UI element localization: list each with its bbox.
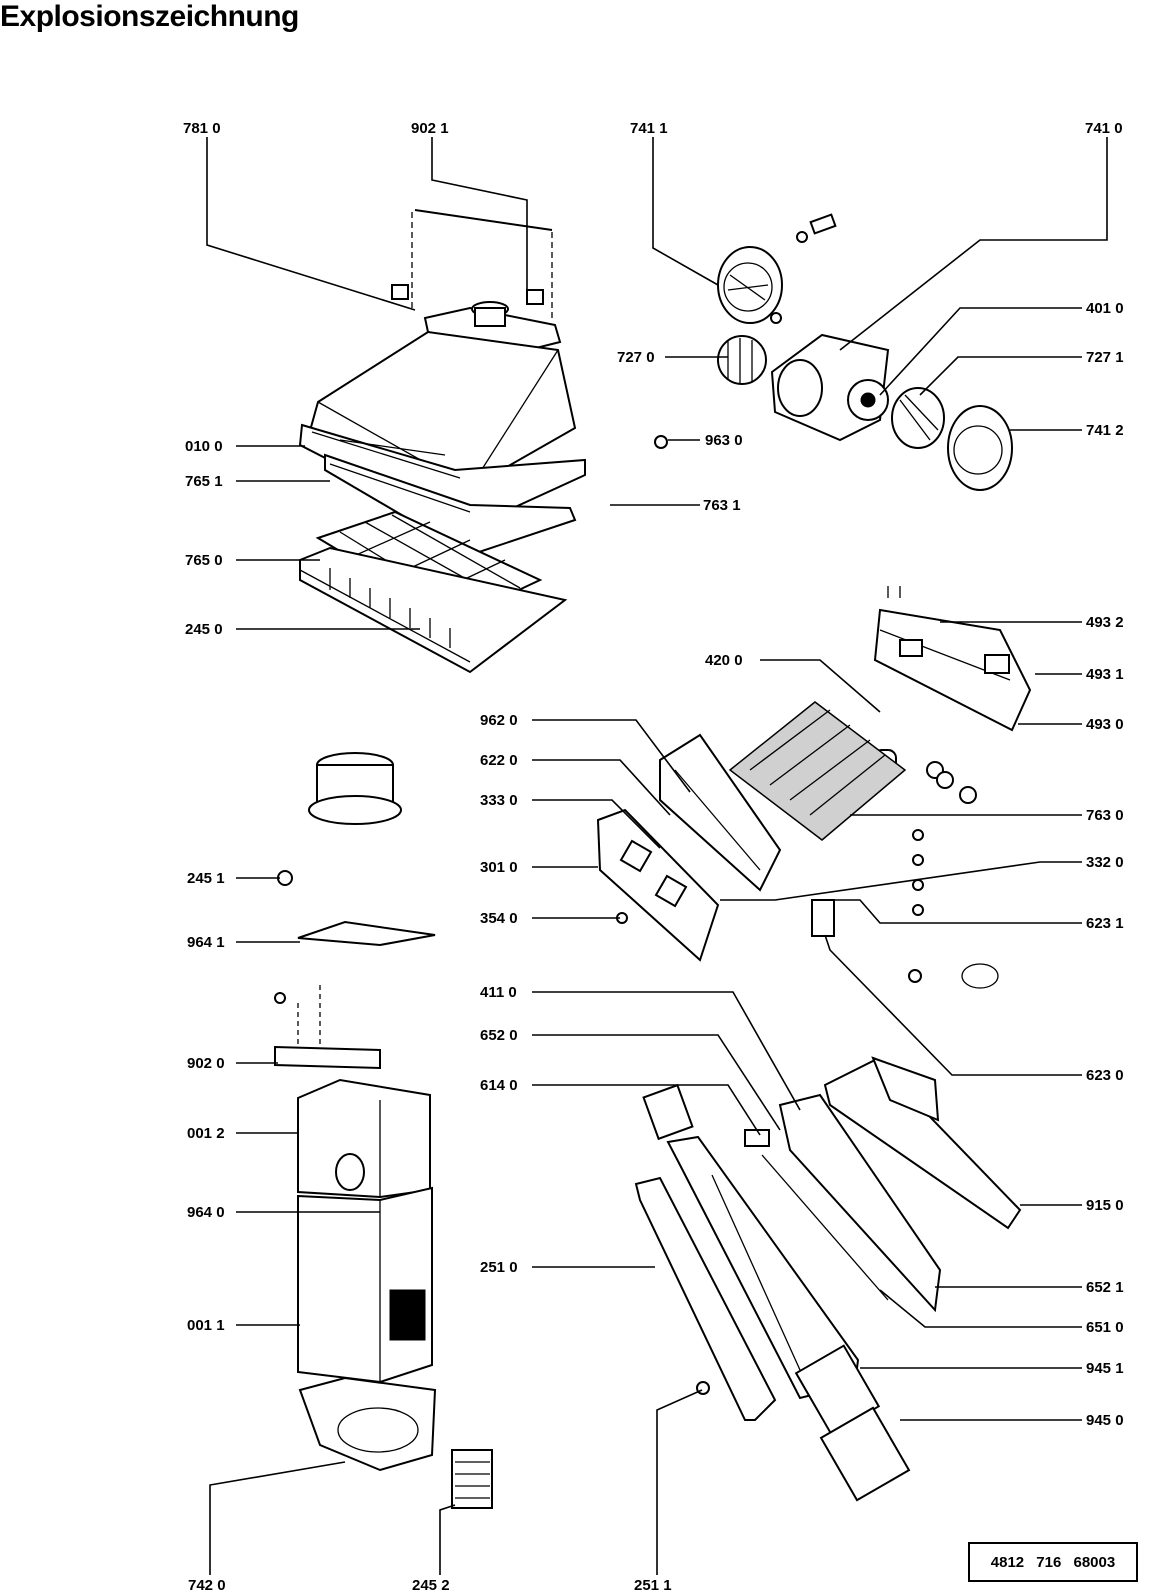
label-301-0: 301 0 (480, 859, 518, 876)
document-code-box: 4812 716 68003 (968, 1542, 1138, 1582)
label-727-0: 727 0 (617, 349, 655, 366)
switch-plate (596, 733, 782, 962)
label-651-0: 651 0 (1086, 1319, 1124, 1336)
chimney (297, 752, 493, 1509)
label-902-1: 902 1 (411, 120, 449, 137)
label-332-0: 332 0 (1086, 854, 1124, 871)
lamp-housing (642, 1056, 1022, 1313)
label-902-0: 902 0 (187, 1055, 225, 1072)
label-781-0: 781 0 (183, 120, 221, 137)
blower-assembly (654, 213, 1013, 491)
label-001-1: 001 1 (187, 1317, 225, 1334)
hood-top-assembly (391, 209, 562, 354)
label-001-2: 001 2 (187, 1125, 225, 1142)
label-411-0: 411 0 (480, 984, 517, 1001)
label-741-0: 741 0 (1085, 120, 1123, 137)
label-915-0: 915 0 (1086, 1197, 1124, 1214)
label-245-0: 245 0 (185, 621, 223, 638)
label-945-0: 945 0 (1086, 1412, 1124, 1429)
label-493-0: 493 0 (1086, 716, 1124, 733)
label-623-0: 623 0 (1086, 1067, 1124, 1084)
label-945-1: 945 1 (1086, 1360, 1124, 1377)
label-652-1: 652 1 (1086, 1279, 1124, 1296)
label-401-0: 401 0 (1086, 300, 1124, 317)
label-765-1: 765 1 (185, 473, 223, 490)
small-parts (811, 829, 999, 989)
louvre-panel (299, 546, 568, 674)
page-title: Explosionszeichnung (0, 0, 299, 33)
label-652-0: 652 0 (480, 1027, 518, 1044)
label-962-0: 962 0 (480, 712, 518, 729)
label-765-0: 765 0 (185, 552, 223, 569)
label-622-0: 622 0 (480, 752, 518, 769)
hood-body (298, 330, 586, 557)
label-420-0: 420 0 (705, 652, 743, 669)
label-493-1: 493 1 (1086, 666, 1124, 683)
label-763-1: 763 1 (703, 497, 741, 514)
label-333-0: 333 0 (480, 792, 518, 809)
label-741-2: 741 2 (1086, 422, 1124, 439)
leader-lines (206, 137, 1108, 1575)
label-963-0: 963 0 (705, 432, 743, 449)
front-panels (634, 1135, 911, 1502)
charcoal-filter-mesh (728, 701, 907, 841)
part-labels: 781 0 902 1 741 1 741 0 401 0 727 0 727 … (183, 120, 1124, 1592)
label-964-1: 964 1 (187, 934, 225, 951)
label-614-0: 614 0 (480, 1077, 518, 1094)
brackets-left (274, 870, 436, 1070)
label-623-1: 623 1 (1086, 915, 1124, 932)
label-742-0: 742 0 (188, 1577, 226, 1592)
label-727-1: 727 1 (1086, 349, 1124, 366)
label-251-1: 251 1 (634, 1577, 672, 1592)
label-964-0: 964 0 (187, 1204, 225, 1221)
label-010-0: 010 0 (185, 438, 223, 455)
label-245-1: 245 1 (187, 870, 225, 887)
label-354-0: 354 0 (480, 910, 518, 927)
label-245-2: 245 2 (412, 1577, 450, 1592)
label-741-1: 741 1 (630, 120, 668, 137)
label-493-2: 493 2 (1086, 614, 1124, 631)
label-763-0: 763 0 (1086, 807, 1124, 824)
label-251-0: 251 0 (480, 1259, 518, 1276)
